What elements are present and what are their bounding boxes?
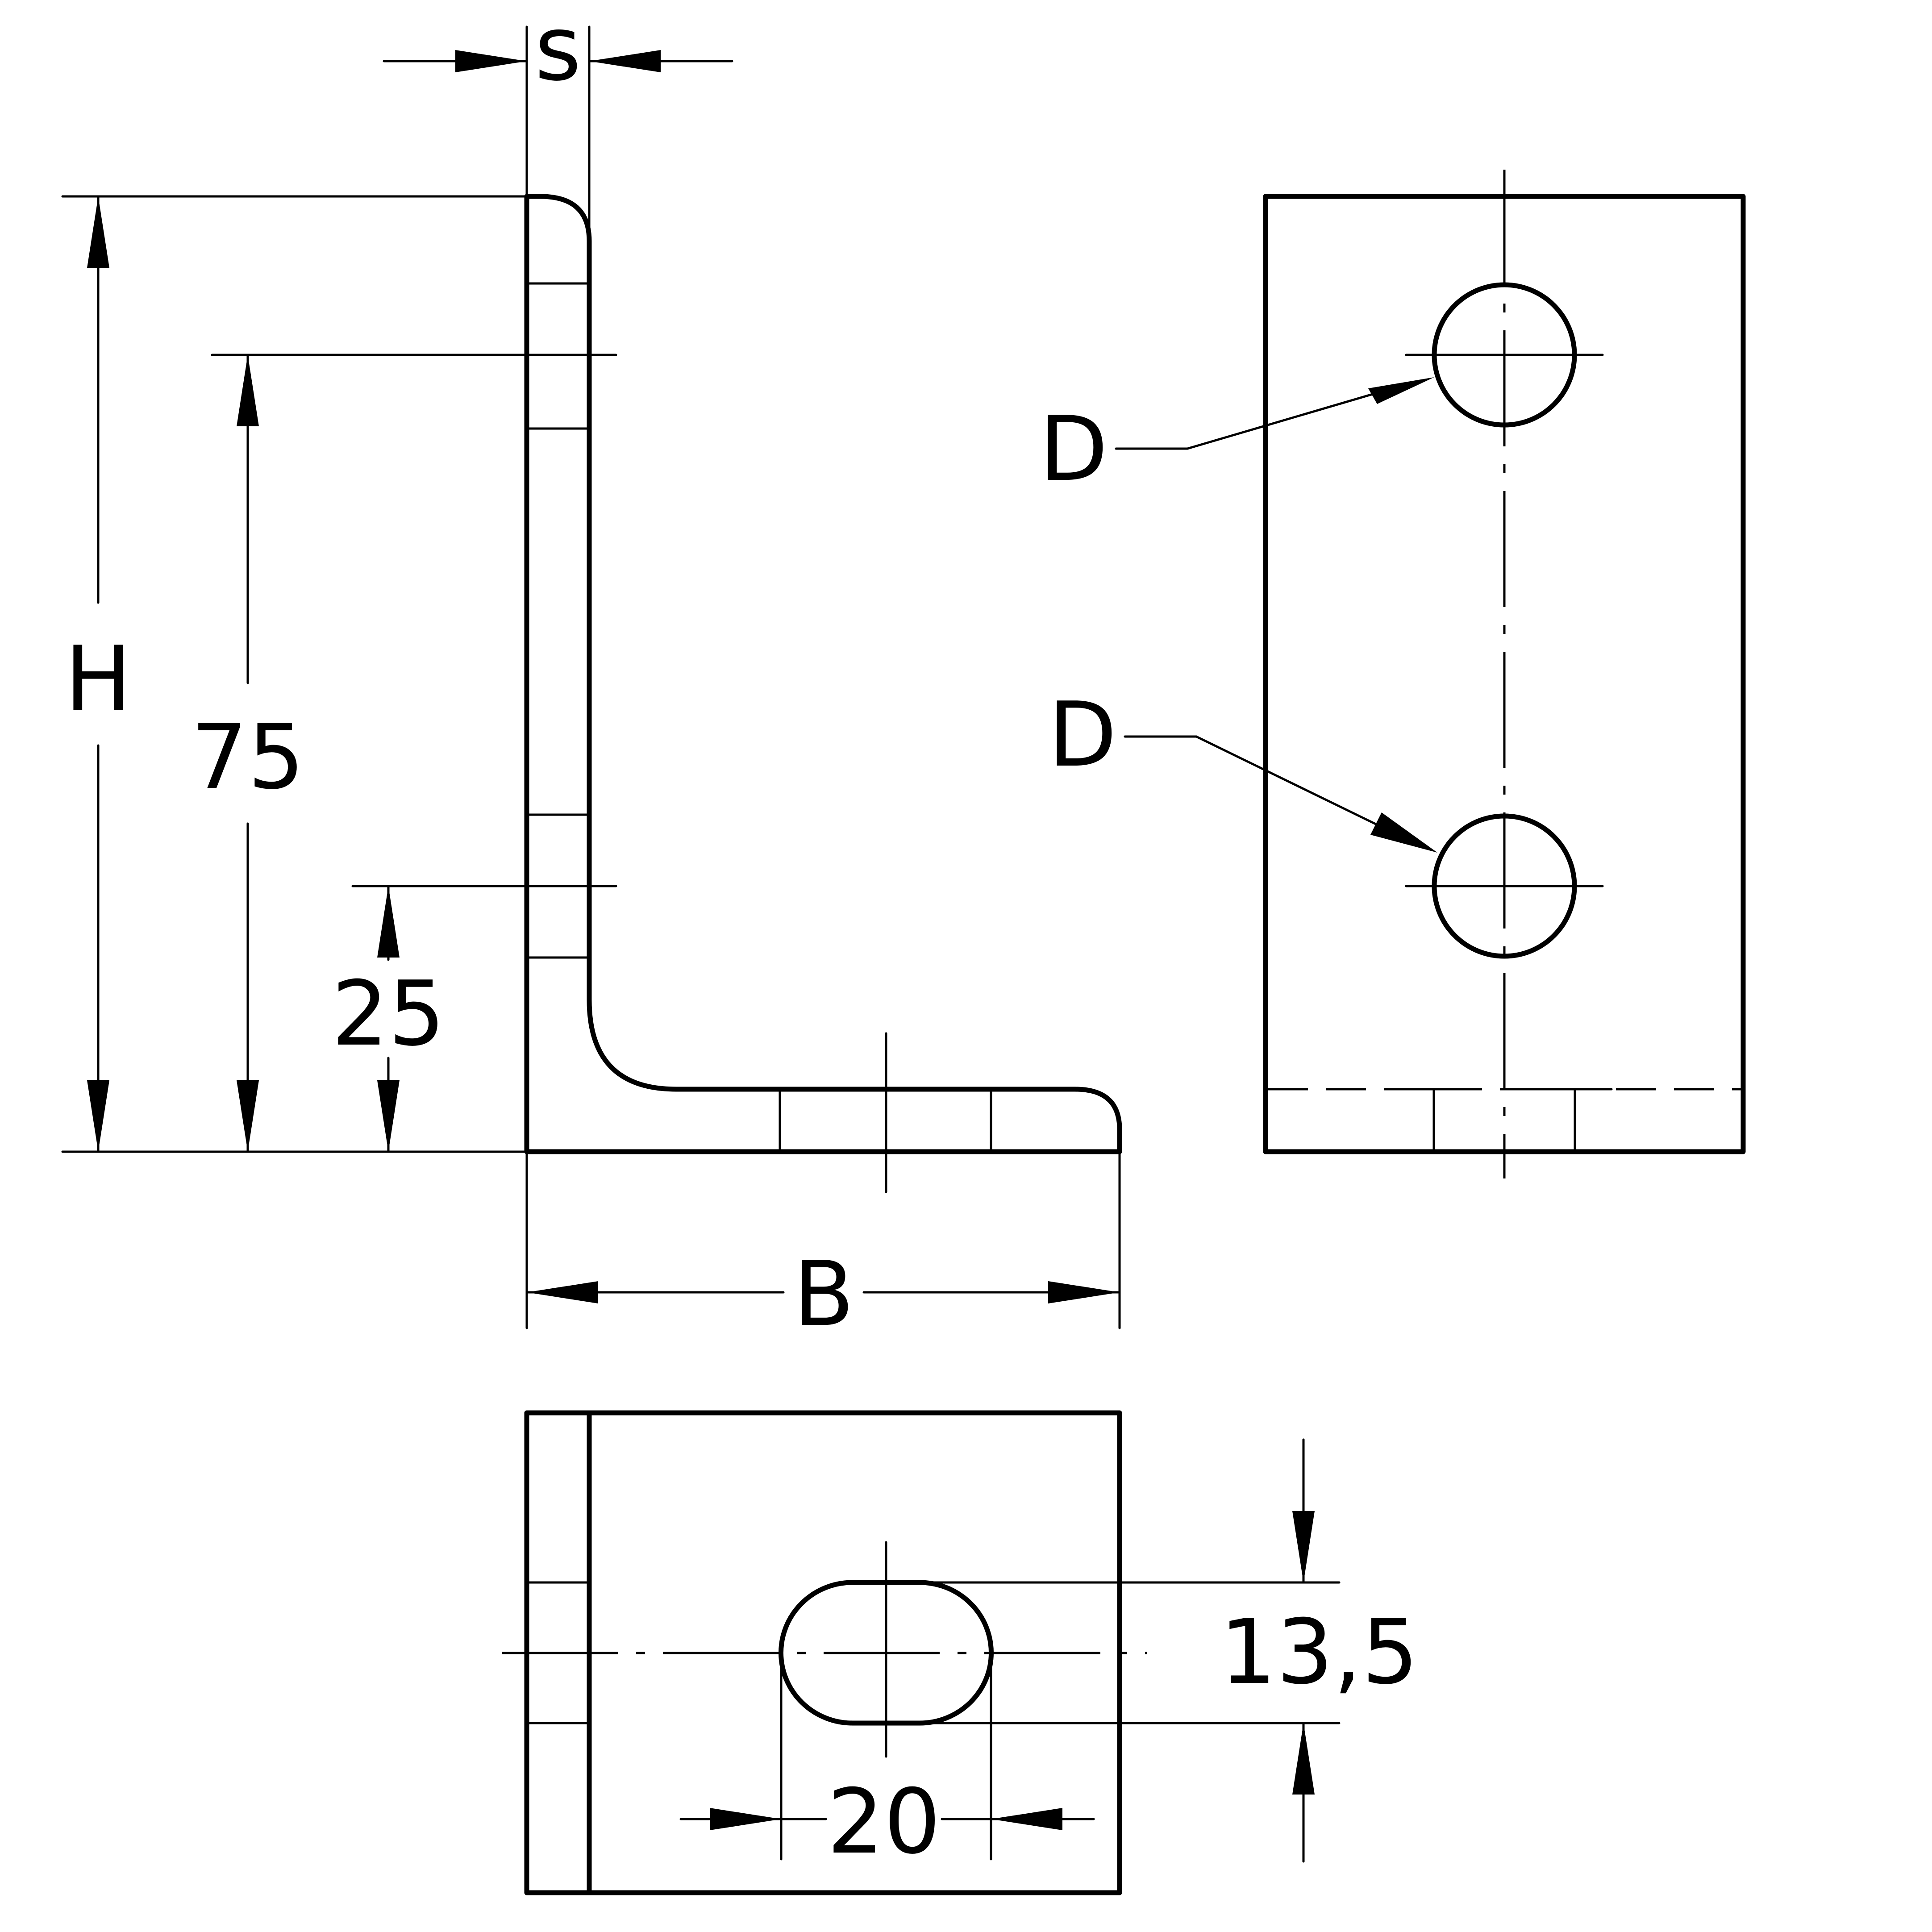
label-13-5: 13,5: [1220, 1600, 1418, 1704]
label-b: B: [793, 1242, 854, 1346]
label-d-lower: D: [1048, 683, 1117, 787]
label-d-upper: D: [1039, 397, 1108, 501]
dimension-h: H: [61, 195, 528, 1153]
side-view: [211, 194, 1122, 1193]
front-view: [1263, 170, 1746, 1178]
slot-marks-horizontal-leg: [779, 1032, 992, 1193]
dimension-20: 20: [679, 1652, 1095, 1874]
dimension-s: s: [383, 0, 733, 236]
dimension-13-5: 13,5: [918, 1438, 1419, 1863]
label-s: s: [535, 0, 581, 101]
dimension-25: 25: [332, 885, 446, 1153]
label-25: 25: [332, 962, 446, 1066]
hole-marks-vertical-leg: [525, 282, 588, 959]
dimension-75: 75: [191, 354, 305, 1153]
dimension-b: B: [525, 1150, 1121, 1346]
hole-centre-lines: [211, 354, 617, 887]
label-75: 75: [191, 705, 305, 809]
leader-d-lower: D: [1048, 683, 1437, 853]
bracket-profile: [524, 194, 1122, 1154]
leader-d-upper: D: [1039, 377, 1434, 501]
label-20: 20: [827, 1770, 941, 1874]
label-h: H: [65, 627, 132, 731]
